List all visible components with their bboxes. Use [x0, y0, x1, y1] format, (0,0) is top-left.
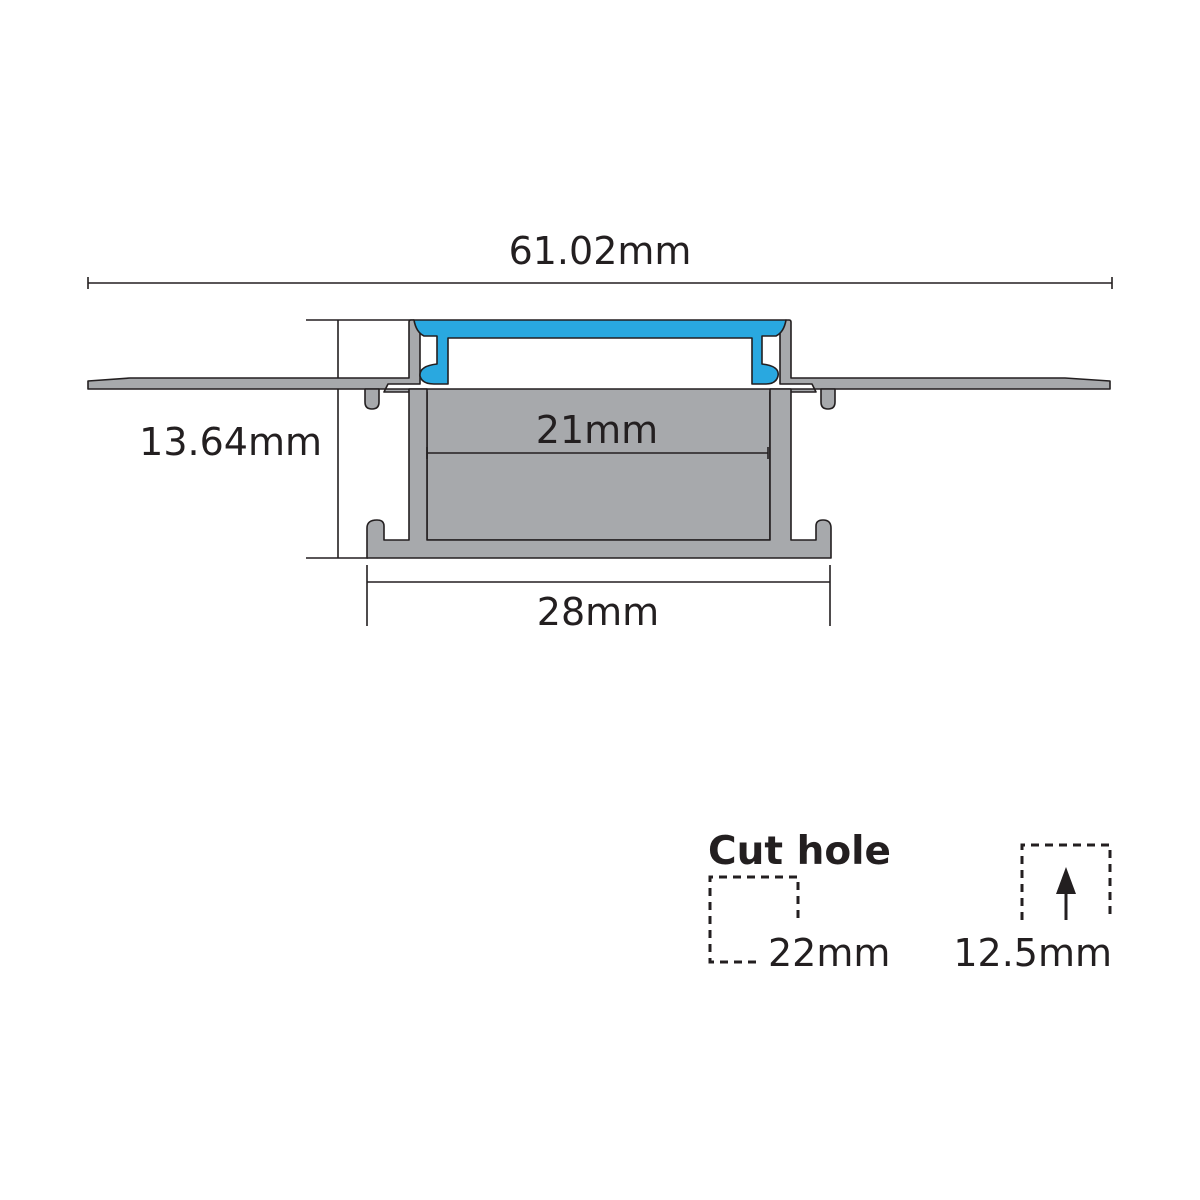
diffuser-cover [413, 319, 787, 385]
base-width-dimension: 28mm [366, 565, 831, 634]
cut-hole-width-label: 22mm [768, 931, 890, 975]
overall-width-dimension: 61.02mm [87, 229, 1113, 289]
base-width-label: 28mm [537, 590, 659, 634]
inner-width-dimension: 21mm [426, 408, 769, 459]
right-flange-clip [820, 388, 836, 410]
cut-hole-depth-box [1020, 843, 1112, 920]
inner-width-label: 21mm [536, 408, 658, 452]
left-flange-clip [364, 388, 380, 410]
height-label: 13.64mm [139, 420, 322, 464]
arrow-up-icon [1056, 867, 1076, 894]
profile-channel [366, 388, 832, 559]
cut-hole-width-box [708, 875, 800, 964]
height-dimension: 13.64mm [139, 319, 414, 559]
overall-width-label: 61.02mm [509, 229, 692, 273]
cut-hole-title: Cut hole [708, 829, 891, 874]
cut-hole-depth-label: 12.5mm [953, 931, 1112, 975]
cut-hole-legend: Cut hole 22mm 12.5mm [708, 829, 1112, 975]
